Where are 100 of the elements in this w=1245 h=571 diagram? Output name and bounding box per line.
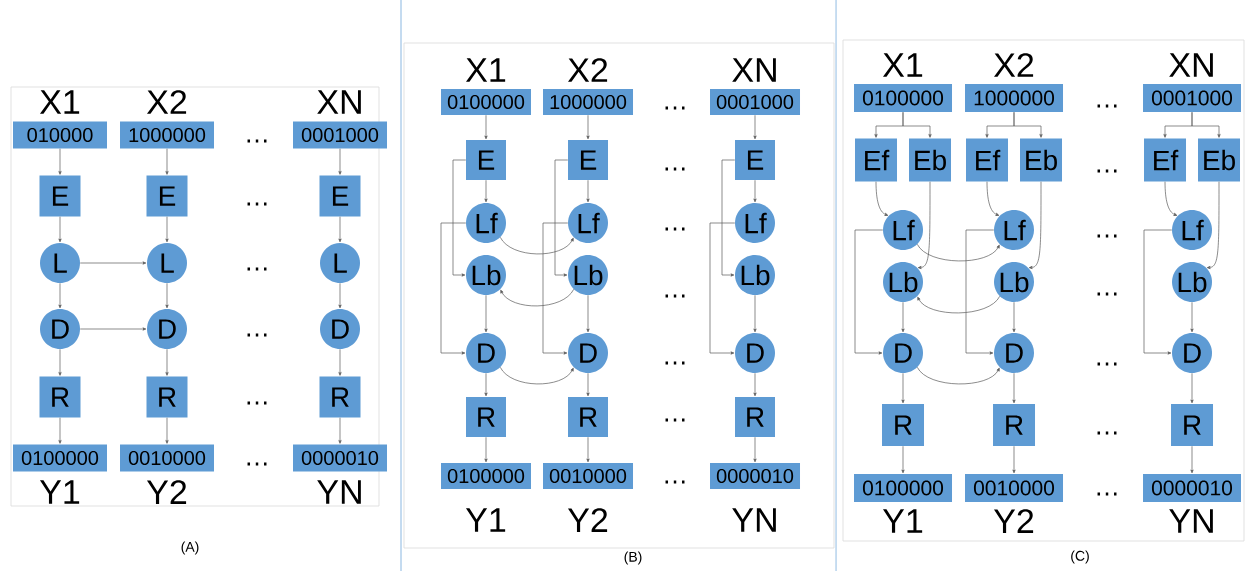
vector-box: 0100000	[854, 474, 952, 502]
layer-box: R	[1171, 404, 1213, 446]
layer-box: R	[993, 404, 1035, 446]
layer-box: R	[568, 397, 608, 437]
arrow	[165, 148, 169, 175]
arrow	[1190, 445, 1194, 474]
arrow	[1206, 181, 1220, 270]
sequence-label: XN	[732, 58, 776, 82]
arrow	[986, 181, 1000, 216]
arrow	[917, 181, 931, 270]
arrow	[58, 216, 62, 243]
arrow	[1190, 372, 1194, 404]
vector-box: 0010000	[965, 474, 1063, 502]
arrow	[917, 295, 1001, 314]
arrow	[554, 159, 569, 277]
ellipsis: …	[247, 139, 267, 143]
arrow	[500, 288, 575, 307]
arrow	[484, 294, 488, 333]
arrow	[58, 348, 62, 376]
layer-box: R	[735, 397, 775, 437]
vector-box: 1000000	[120, 121, 214, 149]
arrow	[1190, 301, 1194, 333]
vector-box: 0100000	[441, 463, 531, 489]
vector-box: 0001000	[1143, 84, 1241, 112]
layer-box: R	[466, 397, 506, 437]
sequence-label: X2	[994, 53, 1034, 77]
ellipsis: …	[247, 202, 267, 206]
ellipsis: …	[1097, 362, 1117, 366]
panel-caption: (C)	[1071, 550, 1089, 564]
sequence-label: X1	[466, 58, 506, 82]
sequence-label: X2	[568, 58, 608, 82]
layer-box: R	[319, 376, 361, 418]
vector-box: 0000010	[293, 444, 387, 472]
ellipsis: …	[247, 462, 267, 466]
vector-box: 0100000	[854, 84, 952, 112]
arrow	[79, 327, 147, 331]
layer-box: E	[319, 175, 361, 217]
arrow	[854, 229, 884, 355]
arrow	[875, 181, 889, 216]
arrow	[165, 348, 169, 376]
sequence-label: XN	[1169, 53, 1213, 77]
sequence-label: YN	[317, 480, 361, 504]
arrow	[338, 282, 342, 309]
arrow	[1028, 181, 1042, 270]
vector-box: 0010000	[543, 463, 633, 489]
arrow	[338, 417, 342, 444]
arrow	[586, 114, 590, 140]
arrow	[452, 159, 467, 277]
layer-box: Ef	[966, 138, 1008, 182]
sequence-label: Y1	[39, 480, 80, 504]
arrow	[440, 222, 467, 355]
ellipsis: …	[665, 418, 685, 422]
arrow	[1012, 445, 1016, 474]
vector-box: 0100000	[13, 444, 107, 472]
arrow	[916, 366, 1000, 385]
ellipsis: …	[665, 106, 685, 110]
arrow	[586, 436, 590, 463]
arrow	[484, 114, 488, 140]
layer-box: R	[39, 376, 81, 418]
arrow	[58, 417, 62, 444]
layer-box: Ef	[1144, 138, 1186, 182]
layer-box: E	[39, 175, 81, 217]
ellipsis: …	[665, 480, 685, 484]
ellipsis: …	[1097, 169, 1117, 173]
sequence-label: Y1	[882, 509, 923, 533]
arrow	[79, 261, 147, 265]
arrow	[753, 114, 757, 140]
vector-box: 0000010	[1143, 474, 1241, 502]
arrow	[484, 436, 488, 463]
arrow	[901, 301, 905, 333]
panel-caption: (B)	[624, 551, 642, 565]
layer-box: E	[568, 140, 608, 180]
arrow	[338, 348, 342, 376]
vector-box: 0001000	[293, 121, 387, 149]
arrow	[753, 294, 757, 333]
arrow	[165, 282, 169, 309]
layer-box: E	[735, 140, 775, 180]
layer-box: R	[882, 404, 924, 446]
arrow	[165, 417, 169, 444]
arrow	[586, 179, 590, 203]
arrow	[902, 111, 932, 138]
sequence-label: YN	[732, 508, 776, 532]
arrow	[58, 148, 62, 175]
arrow	[484, 372, 488, 397]
arrow	[965, 229, 995, 355]
vector-box: 0000010	[710, 463, 800, 489]
arrow	[586, 294, 590, 333]
ellipsis: …	[1097, 431, 1117, 435]
ellipsis: …	[665, 361, 685, 365]
ellipsis: …	[247, 267, 267, 271]
arrow	[1012, 372, 1016, 404]
arrow	[721, 159, 736, 277]
sequence-label: Y2	[567, 508, 608, 532]
arrow	[1164, 181, 1178, 216]
ellipsis: …	[1097, 492, 1117, 496]
layer-box: E	[466, 140, 506, 180]
layer-box: Eb	[909, 138, 951, 182]
ellipsis: …	[665, 227, 685, 231]
vector-box: 1000000	[965, 84, 1063, 112]
arrow	[1191, 111, 1221, 138]
